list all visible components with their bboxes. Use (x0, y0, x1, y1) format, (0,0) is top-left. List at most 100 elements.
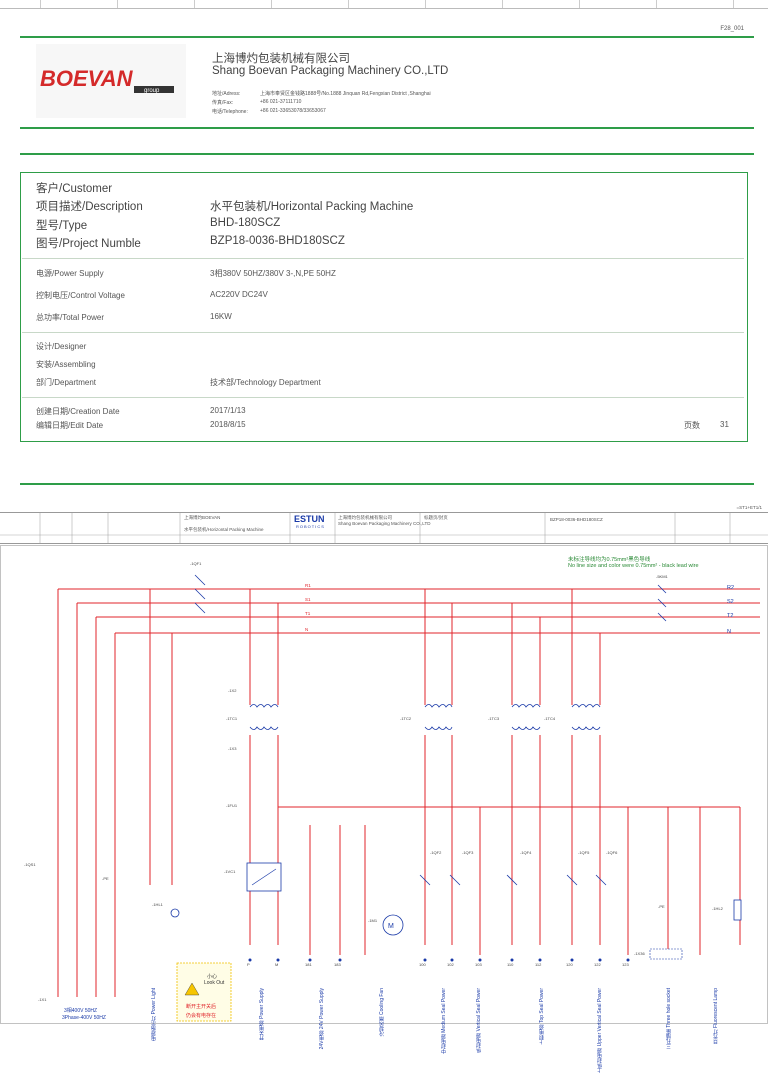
terminal-102: 102 (447, 962, 454, 967)
company-fax: 传真/Fax:+86 021-37111710 (212, 99, 302, 106)
transformer-tc4-label: -1TC4 (544, 716, 556, 721)
function-24v-power: 24V电源 24V Power Supply (319, 988, 325, 1050)
warning-text-1: 断开主开关后 (186, 1004, 217, 1010)
type-value: BHD-180SCZ (210, 217, 281, 229)
assembling-label: 安装/Assembling (36, 360, 96, 369)
info-frame (20, 172, 748, 442)
company-name-cn: 上海博灼包装机械有限公司 (212, 53, 350, 65)
description-value: 水平包装机/Horizontal Packing Machine (210, 201, 414, 213)
control-voltage-value: AC220V DC24V (210, 290, 268, 299)
motor-label: -1M1 (368, 918, 378, 923)
drawing-number: BZP18-0036-BHD180SCZ (550, 517, 603, 522)
transformer-tc2-label: -1TC2 (400, 716, 412, 721)
title-machine: 水平包装机/Horizontal Packing Machine (184, 527, 264, 532)
estun-sub: ROBOTICS (296, 524, 325, 529)
phase-n: N (727, 629, 731, 635)
terminal-181: 181 (305, 962, 312, 967)
breaker-qf2-label: -1QF2 (430, 850, 442, 855)
function-power-supply: 开关电源 Power Supply (259, 988, 265, 1041)
terminal-100: 100 (419, 962, 426, 967)
wire-note-cn: 未标注导线均为0.75mm²黑色导线 (568, 557, 651, 563)
edit-date-value: 2018/8/15 (210, 420, 246, 429)
pages-label: 页数 (684, 421, 700, 430)
control-voltage-label: 控制电压/Control Voltage (36, 291, 125, 300)
warning-text-2: 仍会有电存在 (186, 1013, 217, 1019)
svg-text:M: M (388, 923, 394, 930)
top-ruler (0, 0, 768, 9)
transformer-tc1-label: -1TC1 (226, 716, 238, 721)
terminal-122: 122 (594, 962, 601, 967)
terminal-p: P (247, 962, 250, 967)
transformer-tc3-label: -1TC3 (488, 716, 500, 721)
wire-t1: T1 (305, 611, 311, 616)
fuse-label: -1FU1 (226, 803, 238, 808)
separator (22, 397, 744, 398)
schematic-title-block (0, 512, 768, 544)
info-bottom-rule (20, 483, 754, 485)
project-label: 图号/Project Numble (36, 238, 141, 250)
phase-t2: T2 (727, 613, 734, 619)
total-power-value: 16KW (210, 312, 232, 321)
function-upper-vertical-seal: 上纵封电源 Upper Vertical Seal Power (597, 988, 603, 1073)
pages-value: 31 (720, 420, 729, 429)
function-medium-seal: 中封电源 Medium Seal Power (441, 988, 447, 1055)
wire-note-en: No line size and color were 0.75mm² - bl… (568, 563, 699, 569)
page-code: F28_001 (720, 26, 744, 32)
terminal-120: 120 (566, 962, 573, 967)
breaker-main-label: -1QF1 (190, 561, 202, 566)
socket-label: -1X36 (634, 951, 645, 956)
function-power-light: 电源指示灯 Power Light (151, 988, 157, 1041)
info-top-rule (20, 153, 754, 155)
company-logo: BOEVAN group (36, 44, 186, 118)
department-value: 技术部/Technology Department (210, 378, 321, 387)
separator (22, 332, 744, 333)
project-value: BZP18-0036-BHD180SCZ (210, 235, 345, 247)
terminal-103: 103 (475, 962, 482, 967)
edit-date-label: 编辑日期/Edit Date (36, 421, 104, 430)
creation-date-value: 2017/1/13 (210, 406, 246, 415)
electrical-schematic: M (0, 545, 768, 1024)
header-bottom-rule (20, 127, 754, 129)
function-top-seal: 上封电源 Top Seal Power (539, 988, 545, 1045)
svg-text:BOEVAN: BOEVAN (40, 66, 134, 91)
breaker-qf5-label: -1QF5 (578, 850, 590, 855)
function-vertical-seal: 纵封电源 Vertical Seal Power (476, 988, 482, 1053)
phase-r2: R2 (727, 585, 735, 591)
power-supply-unit-label: -1VC1 (224, 869, 236, 874)
sheet-ref: =ST1+ET1/1 (736, 505, 762, 510)
designer-label: 设计/Designer (36, 342, 87, 351)
terminal-x1-label: -1X1 (38, 997, 47, 1002)
total-power-label: 总功率/Total Power (36, 313, 105, 322)
terminal-112: 112 (535, 962, 542, 967)
separator (22, 258, 744, 259)
power-supply-label: 电源/Power Supply (36, 269, 104, 278)
customer-label: 客户/Customer (36, 183, 113, 195)
terminal-x3-label: -1X3 (228, 746, 237, 751)
company-address: 地址/Adress:上海市奉贤区金钱路1888号/No.1888 Jinquan… (212, 91, 431, 97)
supply-en: 3Phase-400V 50HZ (62, 1015, 106, 1021)
wire-r1: R1 (305, 583, 311, 588)
title-company: 上海博灼BOEVAN (184, 515, 221, 520)
phase-s2: S2 (727, 599, 734, 605)
breaker-qf6-label: -1QF6 (606, 850, 618, 855)
warning-cn: 小心 (207, 974, 218, 980)
creation-date-label: 创建日期/Creation Date (36, 407, 120, 416)
contactor-label: -5KM1 (656, 574, 668, 579)
terminal-183: 183 (334, 962, 341, 967)
function-socket: 三孔插座 Three hole socket (666, 988, 672, 1050)
function-cooling-fan: 冷却风扇 Cooling Fan (379, 988, 385, 1037)
breaker-qf4-label: -1QF4 (520, 850, 532, 855)
warning-en: Look Out (204, 980, 225, 986)
breaker-qf3-label: -1QF3 (462, 850, 474, 855)
company-tel: 电话/Telephone:+86 021-33653078/33653067 (212, 108, 326, 115)
estun-logo: ESTUN (294, 514, 325, 524)
type-label: 型号/Type (36, 220, 88, 232)
pe-label-right: -PE (658, 904, 665, 909)
lamp-hl1-label: -1HL1 (152, 902, 163, 907)
lamp-hl2-label: -1HL2 (712, 906, 723, 911)
terminal-m: M (275, 962, 279, 967)
description-label: 项目描述/Description (36, 201, 143, 213)
pe-label-left: -PE (102, 876, 109, 881)
switch-qs1-label: -1QS1 (24, 862, 36, 867)
title-company-cn: 上海博灼包装机械有限公司 (338, 515, 392, 520)
